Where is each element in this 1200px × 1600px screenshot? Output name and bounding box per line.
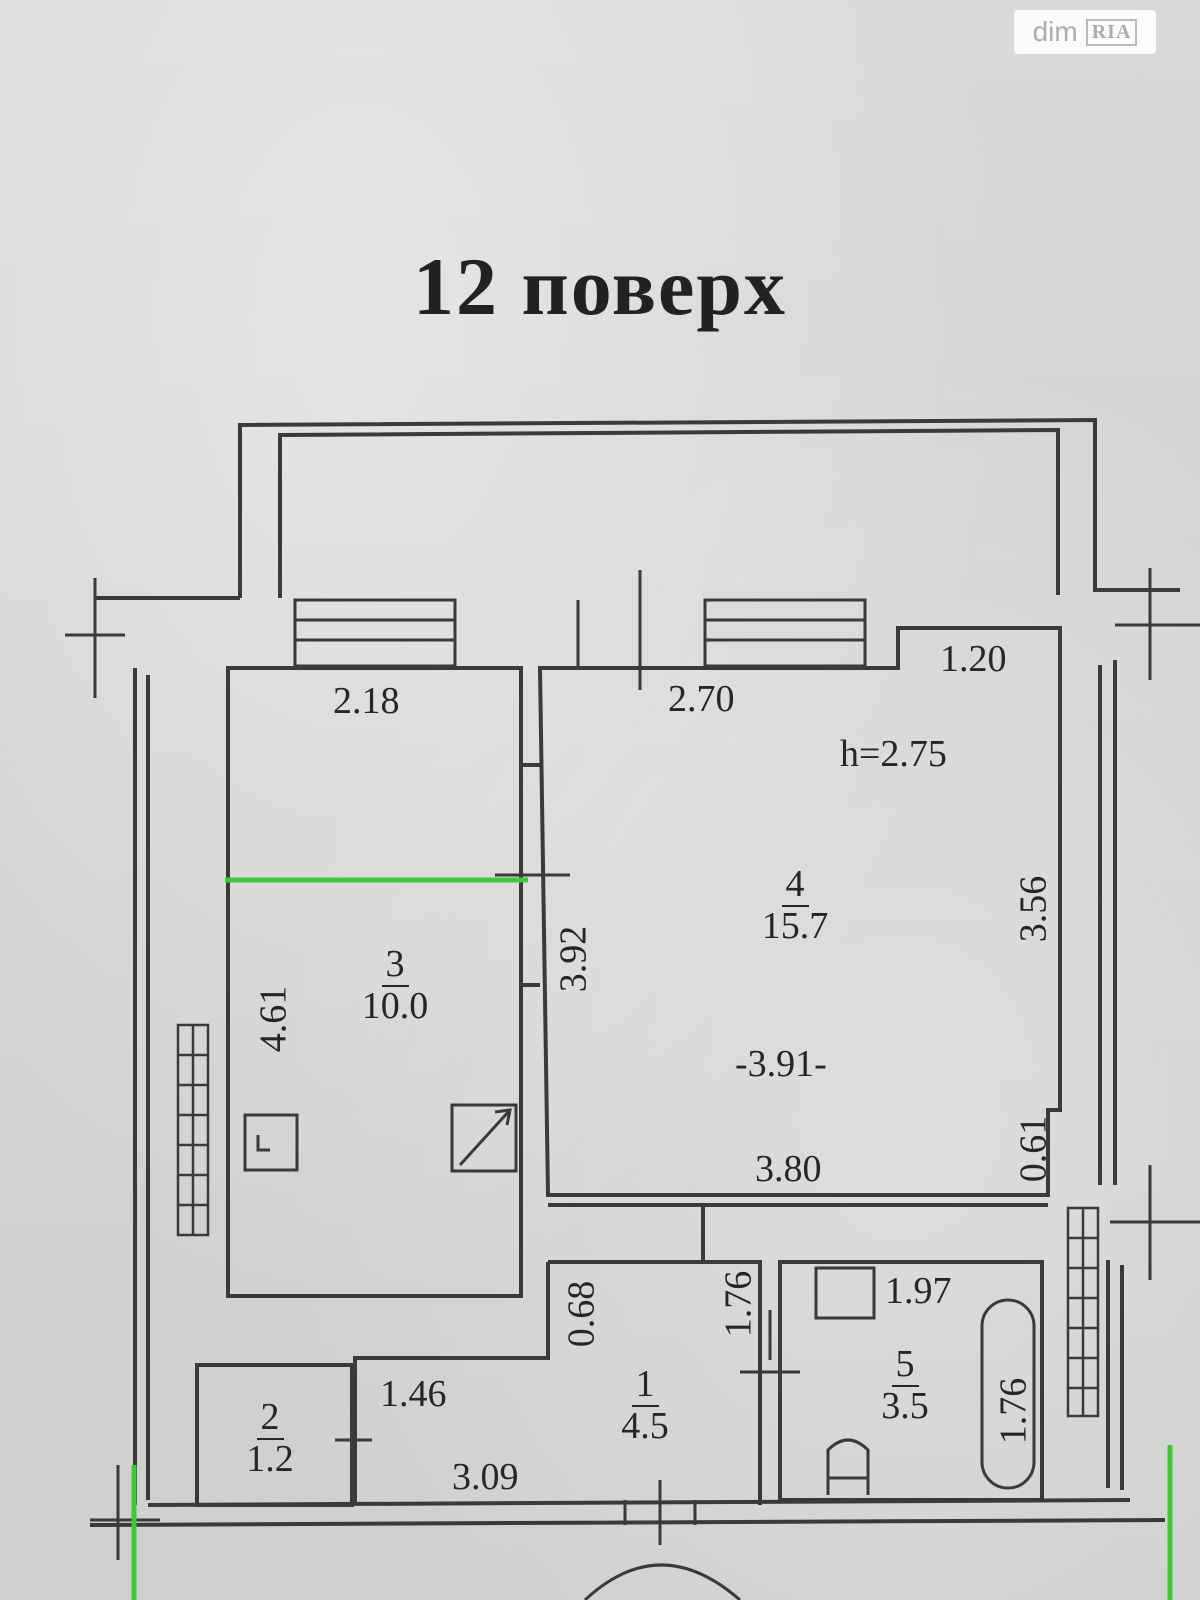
outer-wall-right-inner: [1098, 665, 1110, 1488]
room-5-area: 3.5: [881, 1384, 929, 1427]
room-1-area: 4.5: [621, 1404, 669, 1447]
watermark-ria-logo: RIA: [1085, 18, 1138, 46]
window-room-3: [293, 598, 457, 668]
room-1-number: 1: [631, 1364, 659, 1407]
room-4-outline: [537, 626, 1062, 1197]
dim-1-20: 1.20: [940, 638, 1007, 680]
outer-wall-right: [1113, 660, 1124, 1490]
dim-3-92: 3.92: [552, 925, 595, 993]
room-2-label: 2 1.2: [225, 1397, 315, 1480]
radiator-right: [1066, 1206, 1100, 1418]
floor-title: 12 поверх: [413, 241, 787, 332]
washbasin-icon: [814, 1266, 876, 1320]
dim-4-61: 4.61: [252, 985, 295, 1053]
stove-icon: [450, 1103, 518, 1173]
balcony-door: [576, 570, 642, 690]
room-5-label: 5 3.5: [855, 1344, 955, 1427]
dim-2-18: 2.18: [333, 680, 400, 722]
room-5-outline: [778, 1260, 1044, 1502]
room-3-number: 3: [381, 944, 409, 987]
room-4-label: 4 15.7: [740, 864, 850, 947]
room-1-outline: [353, 1260, 762, 1505]
stair-arc: [583, 1563, 741, 1600]
dim-0-68: 0.68: [560, 1280, 603, 1348]
dim-3-09: 3.09: [452, 1456, 519, 1498]
radiator-left: [176, 1023, 210, 1237]
room-2-area: 1.2: [246, 1437, 294, 1480]
door-room-1: [740, 1310, 800, 1374]
outer-wall-bottom: [89, 1518, 1166, 1527]
room-3-outline: [226, 666, 523, 1298]
room-4-number: 4: [781, 864, 809, 907]
partition-3-4: [521, 763, 540, 987]
toilet-icon: [826, 1438, 870, 1495]
room-5-number: 5: [891, 1344, 919, 1387]
dim-0-61: 0.61: [1012, 1115, 1055, 1183]
dim-ria-watermark: dim RIA: [1014, 10, 1156, 54]
balcony-outline: [238, 417, 1180, 598]
dim-3-80: 3.80: [755, 1148, 822, 1190]
room-3-label: 3 10.0: [340, 944, 450, 1027]
corridor-lines: [548, 1203, 1048, 1262]
outer-wall-left: [95, 596, 240, 1505]
dim-2-70: 2.70: [668, 678, 735, 720]
watermark-dim-text: dim: [1032, 16, 1078, 47]
dim-3-91: -3.91-: [735, 1043, 827, 1085]
room-2-outline: [195, 1363, 354, 1507]
dim-1-46: 1.46: [380, 1373, 447, 1415]
bathtub-icon: [980, 1298, 1036, 1490]
room-2-number: 2: [256, 1397, 284, 1440]
dim-1-76-corridor: 1.76: [717, 1270, 760, 1338]
balcony-inner: [278, 427, 1060, 598]
room-1-label: 1 4.5: [595, 1364, 695, 1447]
dim-3-56: 3.56: [1012, 875, 1055, 943]
room-3-area: 10.0: [361, 984, 429, 1027]
window-room-4: [703, 598, 867, 668]
room-4-area: 15.7: [761, 904, 829, 947]
dim-1-76-bath: 1.76: [992, 1377, 1035, 1445]
entry-door: [623, 1480, 697, 1545]
ceiling-height: h=2.75: [840, 733, 947, 775]
sink-icon: [243, 1113, 299, 1172]
dim-1-97: 1.97: [885, 1270, 952, 1312]
